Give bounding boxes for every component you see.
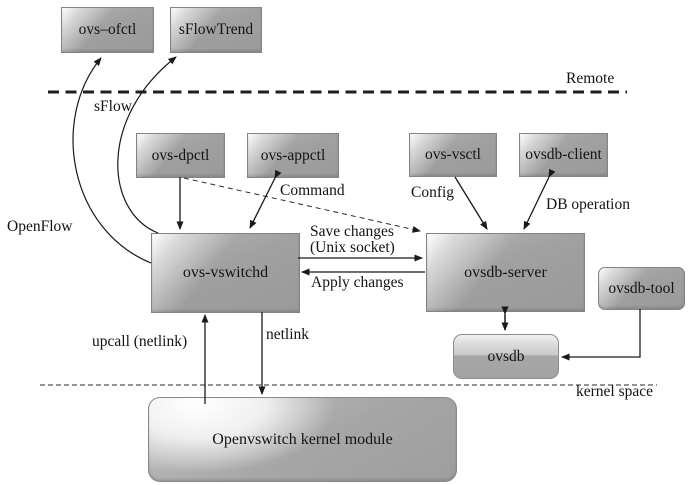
- arrow-vsctl-dbserver: [454, 176, 488, 230]
- node-ovsdb-tool-label: ovsdb-tool: [608, 279, 675, 297]
- node-ovsdb-server-label: ovsdb-server: [464, 263, 547, 281]
- node-sflowtrend-label: sFlowTrend: [178, 21, 254, 38]
- edge-label-db-operation: DB operation: [546, 196, 630, 213]
- node-ovs-vsctl-label: ovs-vsctl: [425, 146, 481, 163]
- node-ovsdb-server: ovsdb-server: [426, 233, 585, 312]
- arrow-dbtool-ovsdb: [561, 309, 641, 361]
- region-label-kernel-space: kernel space: [576, 383, 654, 400]
- node-sflowtrend: sFlowTrend: [170, 7, 262, 53]
- node-ovs-vswitchd-label: ovs-vswitchd: [182, 264, 269, 281]
- node-ovs-appctl-label: ovs-appctl: [260, 146, 326, 164]
- edge-label-apply-changes: Apply changes: [311, 274, 404, 291]
- edge-label-netlink: netlink: [266, 326, 310, 343]
- edge-label-command: Command: [280, 182, 345, 199]
- node-ovs-dpctl: ovs-dpctl: [136, 133, 225, 178]
- node-ovs-vswitchd: ovs-vswitchd: [151, 233, 300, 313]
- edge-label-save-changes-line1: Save changes: [310, 223, 394, 240]
- node-ovs-vsctl: ovs-vsctl: [409, 133, 497, 177]
- region-label-remote: Remote: [566, 70, 615, 87]
- node-ovs-ofctl: ovs–ofctl: [61, 7, 154, 53]
- edge-label-save-changes: Save changes (Unix socket): [310, 224, 395, 256]
- node-ovs-ofctl-label: ovs–ofctl: [78, 21, 137, 38]
- node-ovs-appctl: ovs-appctl: [247, 133, 339, 178]
- node-ovs-dpctl-label: ovs-dpctl: [151, 146, 210, 164]
- edge-label-sflow: sFlow: [94, 98, 132, 115]
- node-ovsdb-client-label: ovsdb-client: [525, 146, 602, 163]
- edge-label-openflow: OpenFlow: [7, 218, 73, 235]
- edge-label-save-changes-line2: (Unix socket): [310, 239, 395, 256]
- node-ovsdb-client: ovsdb-client: [519, 133, 608, 177]
- arrow-appctl-vswitchd: [249, 169, 282, 229]
- node-ovsdb-tool: ovsdb-tool: [598, 267, 685, 310]
- node-openvswitch-kernel-module-label: Openvswitch kernel module: [212, 430, 393, 448]
- node-openvswitch-kernel-module: Openvswitch kernel module: [148, 397, 457, 482]
- edge-label-upcall-netlink: upcall (netlink): [92, 333, 188, 350]
- node-ovsdb-database-label: ovsdb: [487, 347, 525, 365]
- edge-label-config: Config: [411, 184, 455, 201]
- node-ovsdb-database: ovsdb: [453, 334, 559, 379]
